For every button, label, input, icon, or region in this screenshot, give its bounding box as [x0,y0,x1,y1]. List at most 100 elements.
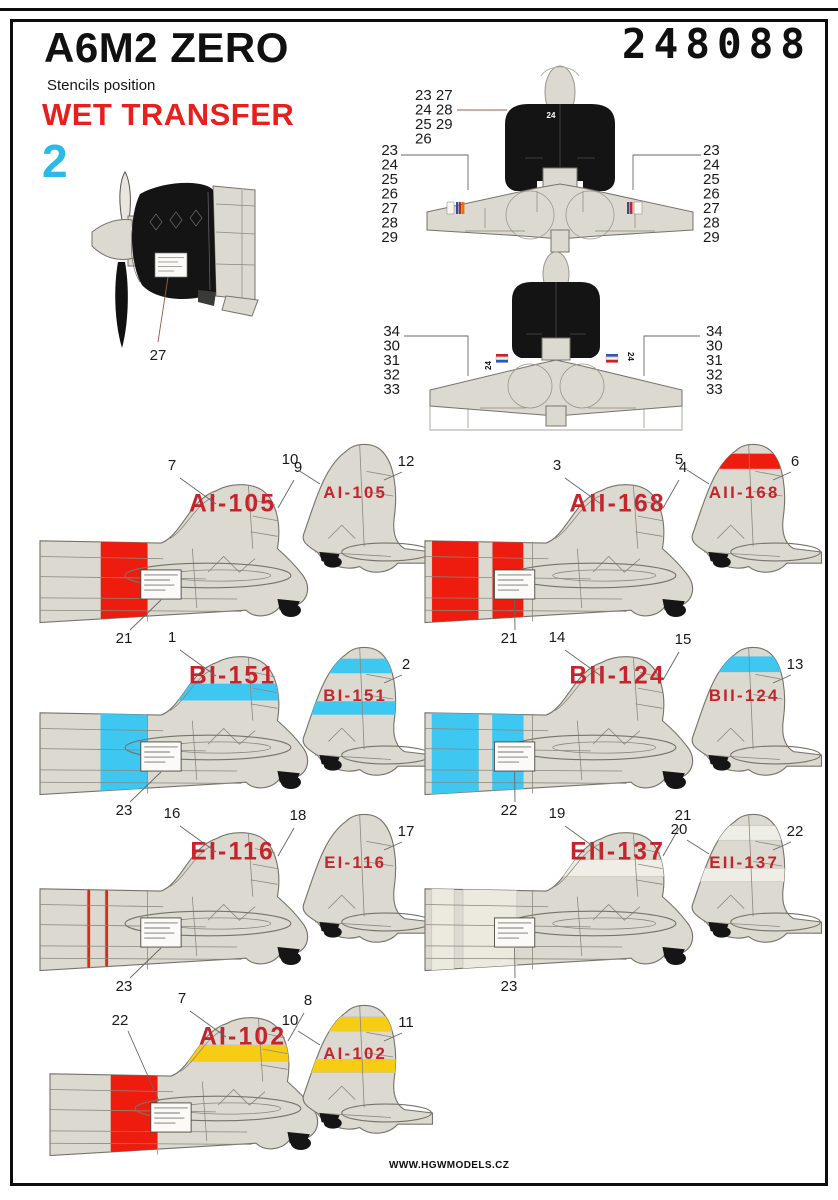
tail-wheel [708,922,731,938]
color-band [170,1044,292,1062]
tail-code: BI-151 [323,686,387,705]
panel-lines [314,444,394,557]
page-title: A6M2 ZERO [44,24,289,71]
tail-wheel [708,552,731,568]
aircraft-front-view: 24 [426,65,694,253]
stencil-data-plate [150,1102,192,1133]
callout-label: 25 [381,171,398,188]
callout-label: 7 [178,990,186,1007]
tail-code: AI-102 [323,1044,387,1063]
color-band [431,872,455,971]
transfer-type-label: WET TRANSFER [42,97,295,132]
panel-lines [314,1005,394,1118]
callout-label: 23 [501,978,518,995]
leader-line-right-wing [643,335,700,376]
page-subtitle: Stencils position [47,77,156,94]
wings [426,183,694,240]
callout-label: 24 28 [415,102,453,119]
color-band [159,637,282,656]
stabilizer [124,910,292,937]
callout-label: 3 [553,457,561,474]
leader-line [564,825,602,853]
leader-line [383,1032,403,1042]
gear-fairing-left [507,363,553,409]
callout-label: 33 [706,381,723,398]
callout-label: 30 [383,338,400,355]
tail-code: EI-116 [324,853,386,872]
tail-wheel [662,771,686,789]
leader-line [564,649,602,677]
wing-stencil-marks-left: 24 [484,354,509,370]
callout-label: 11 [398,1014,414,1031]
color-band [548,628,667,650]
elevator-line [552,741,657,754]
propeller-blade-lower [115,262,128,348]
wing-stencil-marks-right [627,201,643,215]
callout-label: 31 [706,352,723,369]
leader-line [179,825,217,853]
callout-label: 2 [402,656,410,673]
color-band [169,998,292,1017]
callout-label: 24 [381,157,398,174]
tail-code: EII-137 [570,839,665,866]
callout-label: 10 [282,451,299,468]
tail-code: BII-124 [709,686,780,705]
engine-cowling [131,182,216,300]
callout-label: 12 [398,453,415,470]
color-band [308,658,398,674]
page-top-rule [0,8,838,11]
stencil-data-plate [140,741,182,772]
panel-lines [314,647,394,760]
callout-label: 23 [116,802,133,819]
leader-line [287,1012,305,1042]
stencil-data-plate [493,741,536,772]
tail-wheel [277,947,301,965]
tail-wheel [319,755,342,771]
callout-label: 28 [703,215,720,232]
propeller-blur [540,66,580,77]
leader-line [662,479,680,509]
tail-small-AI-105: AI-105 10 12 [282,443,434,573]
product-code: 248088 [621,20,812,68]
callout-label: 23 [703,142,720,159]
callout-label: 25 29 [415,116,453,133]
callout-label: 27 [150,347,167,364]
cowl-detail-lines [130,191,211,291]
callout-label: 1 [168,629,176,646]
callout-label: 4 [679,459,687,476]
tail-code: AII-168 [569,491,665,518]
tail-code: BII-124 [569,663,665,690]
callout-label: 22 [501,802,518,819]
callout-label: 29 [381,229,398,246]
color-band [699,453,788,470]
leader-line [383,841,403,851]
leader-line [564,477,602,505]
website-url: WWW.HGWMODELS.CZ [389,1160,510,1171]
wing-stencil-marks-right: 24 [605,352,635,363]
stabilizer [730,745,821,765]
color-band [431,524,480,623]
callout-label: 14 [549,629,566,646]
callout-label: 19 [549,805,566,822]
wing-stencil-label: 24 [484,361,493,370]
callout-label: 9 [294,459,302,476]
leader-line-right-wing [632,154,701,190]
callout-label: 7 [168,457,176,474]
callout-label: 10 [282,1012,299,1029]
tail-code: AI-105 [323,483,387,502]
fuselage-bottom [550,229,570,253]
callout-label: 5 [675,451,683,468]
leader-line [297,1030,321,1046]
tail-wheel [287,1132,311,1150]
leader-line [686,839,710,855]
callout-label: 21 [501,630,518,647]
